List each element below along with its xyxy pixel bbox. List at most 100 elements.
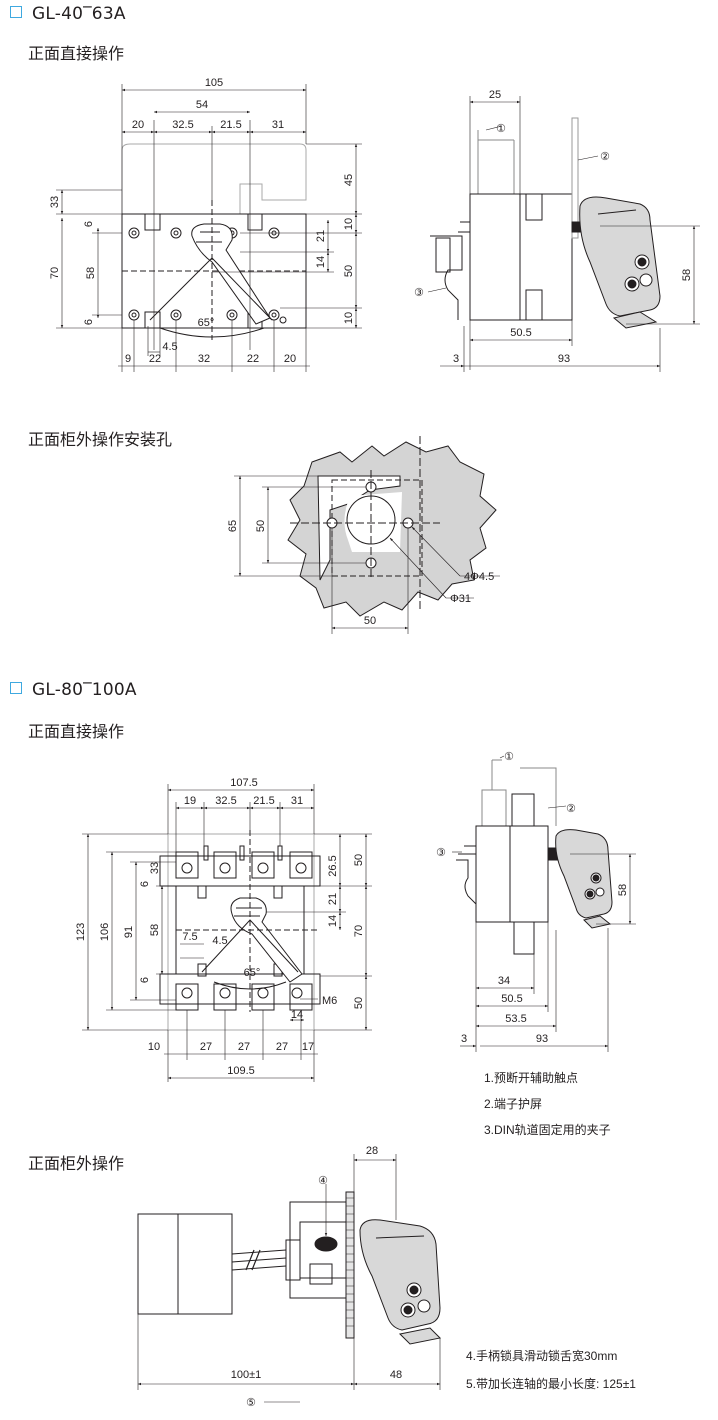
section1-subtitle-front: 正面直接操作 <box>28 44 125 63</box>
s2-note-4: 4.手柄锁具滑动锁舌宽30mm <box>466 1348 617 1363</box>
s2-dim-angle: 65° <box>244 967 261 979</box>
s2-dim-45: 4.5 <box>212 935 227 947</box>
s2-note-5: 5.带加长连轴的最小长度: 125±1 <box>466 1376 636 1391</box>
s1-dim-top-3: 31 <box>272 119 284 131</box>
section2-subtitle-front: 正面直接操作 <box>28 722 125 741</box>
s1-dim-10a: 10 <box>343 218 355 230</box>
s2-dim-21: 21 <box>327 893 339 905</box>
s1-front-view <box>121 120 307 350</box>
s2-dim-58: 58 <box>149 924 161 936</box>
s2-dim-1095: 109.5 <box>227 1065 255 1077</box>
s2-dim-75: 7.5 <box>182 931 197 943</box>
s1-dim-6a: 6 <box>83 221 95 227</box>
s1-side-view <box>430 117 661 329</box>
s1-dim-bottom-2: 32 <box>198 353 210 365</box>
s1-callout-2: ② <box>600 151 610 163</box>
s2-side-dim-3: 3 <box>461 1033 467 1045</box>
s1-dim-105: 105 <box>205 77 223 89</box>
s2-callout-2: ② <box>566 803 576 815</box>
s2-handle <box>230 897 303 983</box>
s1-dim-33: 33 <box>49 196 61 208</box>
s2-callout-4: ④ <box>318 1175 328 1187</box>
s2-panel-labels: 28 100±1 48 ④ ⑤ <box>231 1145 402 1409</box>
s1-panel-cutout <box>287 436 497 617</box>
s1-dim-54: 54 <box>196 99 208 111</box>
s1-dim-top-1: 32.5 <box>172 119 193 131</box>
s1-side-dim-58: 58 <box>681 269 693 281</box>
s2-dim-top-3: 31 <box>291 795 303 807</box>
s2-side-dim-535: 53.5 <box>505 1013 526 1025</box>
s1-panel-dim-50w: 50 <box>364 615 376 627</box>
s2-front-labels: 107.5 19 32.5 21.5 31 123 10 6 91 58 33 6… <box>75 777 365 1077</box>
s1-dim-top-2: 21.5 <box>220 119 241 131</box>
s2-callout-3: ③ <box>436 847 446 859</box>
s2-dim-6a: 6 <box>139 881 151 887</box>
s2-side-dim-58: 58 <box>617 884 629 896</box>
s2-callout-5: ⑤ <box>246 1397 256 1409</box>
s1-callout-1: ① <box>496 123 506 135</box>
s1-panel-labels: 65 50 50 4Φ4.5 Φ31 <box>227 520 494 627</box>
s1-dim-6b: 6 <box>83 319 95 325</box>
s1-dim-58: 58 <box>85 267 97 279</box>
s2-dim-14: 14 <box>327 915 339 927</box>
s1-dim-bottom-3: 22 <box>247 353 259 365</box>
s1-dim-bottom-1: 22 <box>149 353 161 365</box>
s1-side-dim-25: 25 <box>489 89 501 101</box>
section2-marker-icon <box>10 682 22 694</box>
s2-legend-item-1: 1.预断开辅助触点 <box>484 1070 578 1085</box>
s2-dim-50a: 50 <box>353 854 365 866</box>
s2-front-dimensions <box>82 784 372 1082</box>
s2-dim-top-0: 19 <box>184 795 196 807</box>
s2-dim-265: 26.5 <box>327 855 339 876</box>
section1-title: GL-40‾63A <box>10 4 126 24</box>
s2-dim-33: 33 <box>149 862 161 874</box>
s1-dim-10b: 10 <box>343 312 355 324</box>
s2-dim-bottom-0: 10 <box>148 1041 160 1053</box>
s2-dim-50b: 50 <box>353 997 365 1009</box>
s2-dim-top-1: 32.5 <box>215 795 236 807</box>
section2-subtitle-panel: 正面柜外操作 <box>28 1154 125 1173</box>
s2-dim-m6: M6 <box>322 995 337 1007</box>
s2-dim-6b: 6 <box>139 977 151 983</box>
s2-legend: 1.预断开辅助触点 2.端子护屏 3.DIN轨道固定用的夹子 <box>484 1070 611 1137</box>
s2-dim-bottom-4: 17 <box>302 1041 314 1053</box>
s2-panel-dim-28: 28 <box>366 1145 378 1157</box>
s1-handle <box>191 223 271 325</box>
s2-callout-1: ① <box>504 751 514 763</box>
s2-legend-item-3: 3.DIN轨道固定用的夹子 <box>484 1122 611 1137</box>
s2-dim-bottom-3: 27 <box>276 1041 288 1053</box>
s1-side-dimensions <box>427 96 700 372</box>
s2-side-dimensions <box>452 755 636 1052</box>
s1-dim-bottom-4: 20 <box>284 353 296 365</box>
s2-panel-dimensions <box>137 1154 441 1403</box>
s1-panel-holes: 4Φ4.5 <box>464 571 494 583</box>
s1-side-dim-505: 50.5 <box>510 327 531 339</box>
section1-title-text: GL-40‾63A <box>32 4 126 24</box>
s1-panel-dimensions <box>234 475 500 634</box>
s2-notes: 4.手柄锁具滑动锁舌宽30mm 5.带加长连轴的最小长度: 125±1 <box>466 1348 636 1391</box>
section1-marker-icon <box>10 6 22 18</box>
s1-side-dim-93: 93 <box>558 353 570 365</box>
s1-panel-dim-65: 65 <box>227 520 239 532</box>
s2-dim-91: 91 <box>123 926 135 938</box>
s2-dim-123: 123 <box>75 923 87 941</box>
s1-side-dim-3: 3 <box>453 353 459 365</box>
s2-dim-top-2: 21.5 <box>253 795 274 807</box>
s1-callout-3: ③ <box>414 287 424 299</box>
s2-side-dim-93: 93 <box>536 1033 548 1045</box>
s1-dim-21: 21 <box>315 230 327 242</box>
section1-subtitle-panel: 正面柜外操作安装孔 <box>28 430 173 449</box>
s2-dim-1075: 107.5 <box>230 777 258 789</box>
s2-panel-dim-100: 100±1 <box>231 1369 262 1381</box>
s2-dim-70: 70 <box>353 925 365 937</box>
s1-panel-dim-50h: 50 <box>255 520 267 532</box>
s1-dim-45: 45 <box>343 174 355 186</box>
s1-side-labels: 25 58 50.5 3 93 ① ② ③ <box>414 89 693 365</box>
s1-front-dimensions <box>56 84 362 372</box>
section2-title: GL-80‾100A <box>10 680 137 700</box>
s2-side-labels: 58 34 50.5 53.5 3 93 ① ② ③ <box>436 751 629 1045</box>
s2-side-dim-34: 34 <box>498 975 510 987</box>
s1-dim-70: 70 <box>49 267 61 279</box>
s1-dim-45-offset: 4.5 <box>162 341 177 353</box>
s2-dim-14-small: 14 <box>291 1009 303 1021</box>
